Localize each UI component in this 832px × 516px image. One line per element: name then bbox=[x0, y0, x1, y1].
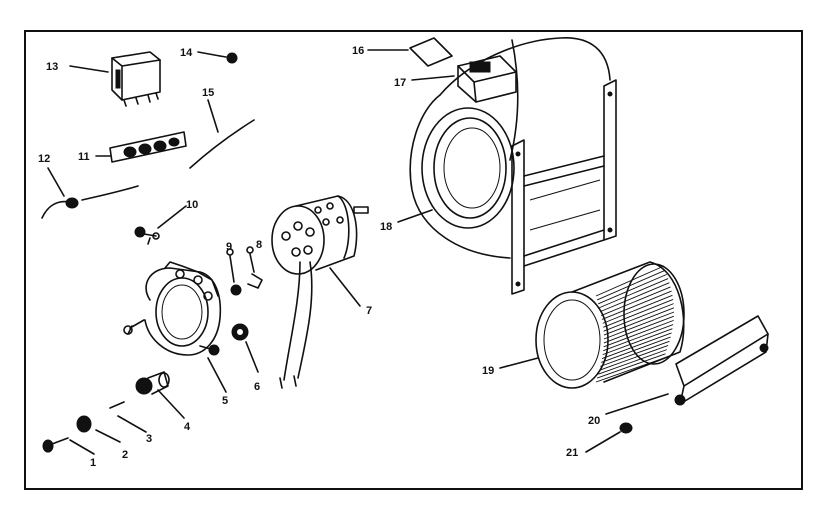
part-14-screw bbox=[219, 52, 238, 64]
part-21-screw bbox=[619, 422, 633, 434]
blade-line bbox=[602, 328, 673, 356]
label-part-8: 8 bbox=[256, 239, 262, 251]
label-part-3: 3 bbox=[146, 433, 152, 445]
label-part-17: 17 bbox=[394, 77, 406, 89]
blade-line bbox=[603, 311, 675, 340]
label-part-7: 7 bbox=[366, 305, 372, 317]
blade-line bbox=[595, 265, 665, 297]
label-part-15: 15 bbox=[202, 87, 214, 99]
part-17-bracket bbox=[457, 55, 517, 103]
label-part-16: 16 bbox=[352, 45, 364, 57]
label-part-18: 18 bbox=[380, 221, 392, 233]
blade-line bbox=[602, 294, 673, 324]
part-2-washer bbox=[76, 415, 92, 433]
label-part-2: 2 bbox=[122, 449, 128, 461]
label-part-1: 1 bbox=[90, 457, 96, 469]
blade-line bbox=[600, 282, 670, 313]
part-4-coupler bbox=[135, 371, 170, 395]
blade-line bbox=[603, 299, 674, 328]
part-3-pin bbox=[109, 401, 125, 409]
blade-line bbox=[601, 286, 671, 316]
blade-line bbox=[598, 273, 667, 305]
blade-line bbox=[601, 332, 672, 359]
label-part-19: 19 bbox=[482, 365, 494, 377]
diagram-border bbox=[24, 30, 803, 490]
part-9-screw bbox=[226, 248, 242, 296]
part-6-nut bbox=[231, 323, 249, 341]
part-13-capacitor bbox=[111, 51, 161, 107]
blade-line bbox=[603, 307, 675, 336]
part-16-cover-plate bbox=[409, 37, 453, 67]
label-part-9: 9 bbox=[226, 241, 232, 253]
part-20-cutoff-plate bbox=[674, 315, 769, 406]
part-8-clip bbox=[246, 246, 263, 289]
blower-wheel-blades bbox=[595, 265, 675, 383]
part-18-blower-housing bbox=[409, 37, 617, 295]
part-19-blower-wheel bbox=[535, 261, 685, 389]
blade-line bbox=[595, 357, 665, 383]
blade-line bbox=[596, 353, 666, 379]
label-part-14: 14 bbox=[180, 47, 193, 59]
blade-line bbox=[601, 336, 671, 363]
blade-line bbox=[603, 303, 674, 332]
label-part-4: 4 bbox=[184, 421, 191, 433]
part-12-cord bbox=[41, 185, 139, 219]
label-part-6: 6 bbox=[254, 381, 260, 393]
label-part-12: 12 bbox=[38, 153, 50, 165]
blade-line bbox=[601, 290, 672, 320]
label-part-21: 21 bbox=[566, 447, 578, 459]
blade-line bbox=[603, 315, 675, 344]
blade-line bbox=[600, 340, 670, 367]
blade-line bbox=[599, 278, 669, 309]
blade-line bbox=[598, 349, 667, 375]
blade-line bbox=[599, 345, 669, 371]
part-11-terminal-strip bbox=[109, 131, 187, 163]
part-15-wire bbox=[189, 119, 255, 169]
part-5-motor-mount bbox=[123, 261, 222, 356]
part-labels: 1 2 3 4 5 6 7 8 9 10 11 12 13 14 15 16 1… bbox=[38, 45, 600, 469]
blade-line bbox=[596, 269, 666, 301]
leader-lines bbox=[47, 49, 669, 455]
label-part-11: 11 bbox=[78, 151, 90, 163]
blade-line bbox=[603, 324, 674, 352]
part-10-bolt bbox=[134, 226, 160, 245]
blade-line bbox=[603, 319, 674, 348]
label-part-20: 20 bbox=[588, 415, 600, 427]
label-part-13: 13 bbox=[46, 61, 58, 73]
part-1-screw bbox=[42, 437, 69, 453]
part-7-motor bbox=[271, 195, 369, 389]
label-part-10: 10 bbox=[186, 199, 198, 211]
label-part-5: 5 bbox=[222, 395, 228, 407]
